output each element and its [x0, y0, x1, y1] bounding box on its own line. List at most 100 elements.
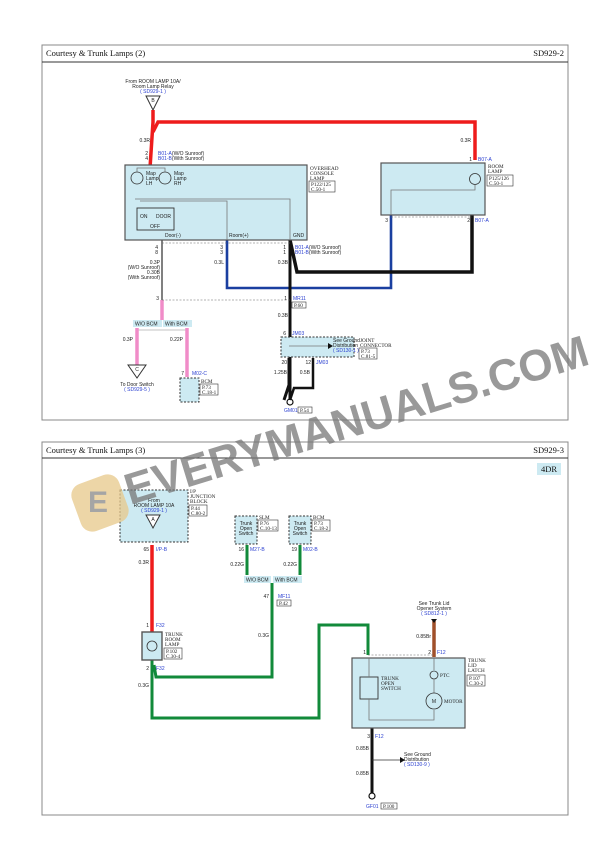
connector-label: B01-A(W/O Sunroof)	[295, 245, 341, 251]
svg-text:0.85B: 0.85B	[356, 771, 370, 777]
svg-text:C.30-4: C.30-4	[166, 654, 181, 660]
svg-text:20: 20	[281, 360, 287, 366]
svg-text:1.25B: 1.25B	[274, 370, 288, 376]
pin: 4	[155, 245, 158, 251]
svg-text:ROOM LAMP 10A: ROOM LAMP 10A	[134, 503, 175, 509]
connector-triangle-icon	[145, 95, 161, 112]
reference-link[interactable]: ( SD929-1 )	[141, 508, 167, 514]
svg-text:To Door Switch: To Door Switch	[120, 382, 154, 388]
svg-text:PTC: PTC	[440, 673, 450, 679]
panel-title: Courtesy & Trunk Lamps (3)	[46, 445, 145, 455]
svg-text:19: 19	[291, 547, 297, 553]
reference-link[interactable]: ( SD130-9 )	[404, 762, 430, 768]
svg-text:0.85Br: 0.85Br	[416, 634, 431, 640]
svg-text:LATCH: LATCH	[468, 668, 485, 674]
svg-text:LH: LH	[146, 181, 153, 187]
svg-text:RH: RH	[174, 181, 182, 187]
svg-text:CONSOLE: CONSOLE	[310, 171, 334, 177]
svg-text:JUNCTION: JUNCTION	[190, 494, 216, 500]
svg-text:47: 47	[263, 594, 269, 600]
connector-triangle-icon	[145, 514, 161, 530]
panel-code: SD929-2	[533, 48, 564, 58]
svg-text:A: A	[151, 517, 155, 523]
svg-text:P.102: P.102	[166, 649, 178, 655]
svg-text:Distribution: Distribution	[333, 343, 358, 349]
svg-text:Trunk: Trunk	[294, 521, 307, 527]
svg-text:SWITCH: SWITCH	[381, 686, 401, 692]
svg-text:Trunk: Trunk	[240, 521, 253, 527]
svg-text:F12: F12	[437, 650, 446, 656]
svg-text:0.22P: 0.22P	[170, 337, 184, 343]
svg-text:OVERHEAD: OVERHEAD	[310, 166, 339, 172]
reference-link[interactable]: ( SD130-1 )	[333, 348, 359, 354]
svg-text:C: C	[135, 367, 139, 373]
svg-text:Map: Map	[174, 171, 184, 177]
motor-icon	[425, 692, 443, 710]
svg-text:M: M	[432, 699, 436, 705]
variant-badge: 4DR	[541, 464, 557, 474]
panel-title: Courtesy & Trunk Lamps (2)	[46, 48, 145, 58]
svg-text:P.60: P.60	[294, 303, 303, 309]
svg-text:CONNECTOR: CONNECTOR	[360, 343, 392, 349]
svg-text:OPEN: OPEN	[381, 681, 395, 687]
slm-trunk-open-switch: Trunk Open Switch SLM P.76 C.10-13 16 M2…	[234, 515, 279, 553]
svg-text:LAMP: LAMP	[488, 169, 503, 175]
svg-text:0.3B: 0.3B	[278, 260, 289, 266]
svg-text:1: 1	[363, 650, 366, 656]
watermark-logo-icon	[71, 474, 129, 532]
svg-text:See Trunk Lid: See Trunk Lid	[419, 601, 450, 607]
option-label: W/O BCM	[135, 322, 158, 328]
reference-link[interactable]: ( SD929-1 )	[140, 89, 166, 95]
connector-label: MR11	[293, 296, 306, 302]
svg-text:0.3P: 0.3P	[123, 337, 134, 343]
connector-label: B01-B(With Sunroof)	[158, 156, 204, 162]
svg-text:16: 16	[238, 547, 244, 553]
svg-text:P.107: P.107	[469, 676, 481, 682]
svg-text:C.80-2: C.80-2	[191, 511, 206, 517]
svg-text:Map: Map	[146, 171, 156, 177]
svg-text:Switch: Switch	[293, 531, 308, 537]
svg-text:M27-B: M27-B	[250, 547, 265, 553]
svg-text:E: E	[88, 486, 108, 519]
svg-text:Open: Open	[294, 526, 306, 532]
svg-text:M02-B: M02-B	[303, 547, 318, 553]
joint-connector: 6 JM03 See Ground Distribution ( SD130-1…	[280, 331, 392, 366]
svg-text:0.85B: 0.85B	[356, 746, 370, 752]
svg-text:1: 1	[284, 296, 287, 302]
reference-link[interactable]: ( SD929-5 )	[124, 387, 150, 393]
room-lamp: 1 B07-A 3 2 B07-A ROOM LAMP P125/126 C.5…	[380, 157, 514, 224]
reference-link[interactable]: ( SD812-1 )	[421, 611, 447, 617]
svg-text:MF11: MF11	[278, 594, 291, 600]
ip-junction-block: From ROOM LAMP 10A ( SD929-1 ) A I/P JUN…	[119, 489, 216, 553]
option-label: W/O BCM	[246, 578, 269, 584]
panel-courtesy-trunk-lamps-2: Courtesy & Trunk Lamps (2) SD929-2 From …	[41, 44, 569, 421]
svg-text:C.10-13: C.10-13	[260, 526, 277, 532]
svg-text:P.73: P.73	[361, 349, 370, 355]
label: Room Lamp Relay	[132, 84, 174, 90]
svg-text:0.3G: 0.3G	[138, 683, 149, 689]
svg-text:C.18-2: C.18-2	[314, 526, 329, 532]
svg-text:0.3L: 0.3L	[214, 260, 224, 266]
svg-text:Door(-): Door(-)	[165, 233, 181, 239]
svg-text:OFF: OFF	[150, 224, 160, 230]
svg-text:C.18-1: C.18-1	[202, 390, 217, 396]
svg-text:TRUNK: TRUNK	[165, 632, 183, 638]
svg-text:M02-C: M02-C	[192, 371, 207, 377]
svg-text:65: 65	[143, 547, 149, 553]
svg-text:Room(+): Room(+)	[229, 233, 249, 239]
svg-text:2: 2	[467, 218, 470, 224]
svg-text:LAMP: LAMP	[310, 176, 325, 182]
svg-text:Distribution: Distribution	[404, 757, 429, 763]
svg-text:1: 1	[146, 623, 149, 629]
connector-label: B01-A(W/O Sunroof)	[158, 151, 204, 157]
svg-text:P122/125: P122/125	[311, 182, 331, 188]
svg-text:B07-A: B07-A	[478, 157, 493, 163]
svg-text:P.44: P.44	[191, 506, 200, 512]
svg-text:C.81-5: C.81-5	[361, 354, 376, 360]
wires	[135, 110, 477, 401]
svg-text:2: 2	[428, 650, 431, 656]
svg-text:ROOM: ROOM	[165, 637, 181, 643]
svg-text:Lamp: Lamp	[174, 176, 187, 182]
svg-text:0.3R: 0.3R	[138, 560, 149, 566]
